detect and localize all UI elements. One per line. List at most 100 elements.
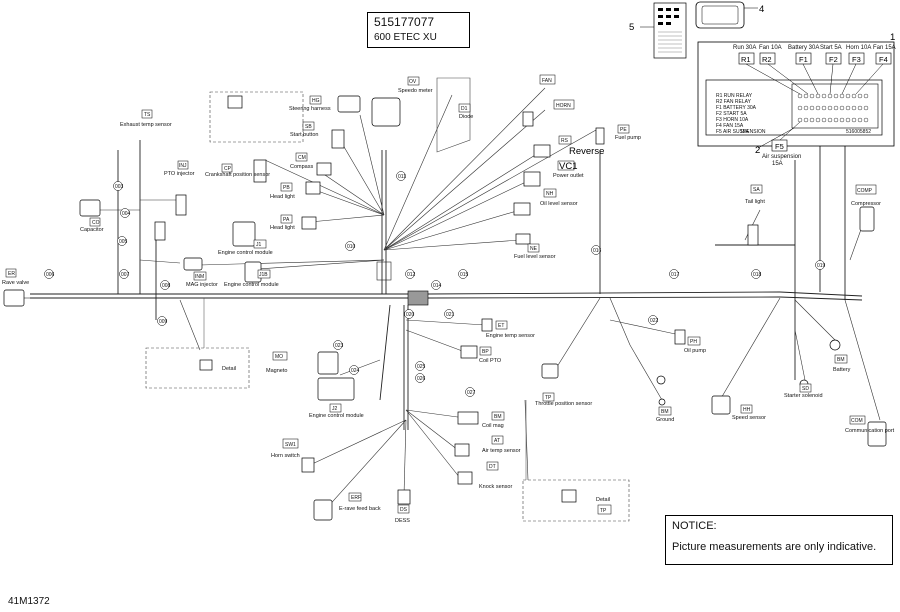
label-head-light-2: Head light (270, 225, 295, 231)
center-splice (407, 290, 429, 306)
upper-splice (376, 261, 392, 281)
svg-text:SB: SB (305, 124, 312, 130)
svg-text:J1: J1 (256, 242, 262, 248)
fuse-labels: Run 30A Fan 10A Battery 30A Start 5A Hor… (716, 45, 896, 167)
callout-2: 2 (755, 145, 760, 156)
label-fuel-pump: Fuel pump (615, 135, 641, 141)
svg-text:F2 START 5A: F2 START 5A (716, 111, 747, 117)
detail-labels: Detail TP Detail (222, 366, 612, 515)
svg-text:NH: NH (546, 191, 554, 197)
fuse-part-code: 516005852 (846, 129, 871, 135)
callout-5: 5 (629, 22, 634, 33)
svg-text:PB: PB (283, 185, 290, 191)
svg-text:027: 027 (467, 390, 476, 396)
svg-text:F3 HORN 10A: F3 HORN 10A (716, 117, 749, 123)
label-compass: Compass (290, 164, 313, 170)
callout-4: 4 (759, 4, 764, 15)
svg-text:OV: OV (409, 79, 417, 85)
svg-text:018: 018 (753, 272, 762, 278)
label-pto-injector: PTO injector (164, 171, 195, 177)
label-magneto: Magneto (266, 368, 287, 374)
label-engine-control-module-j1b: Engine control module (224, 282, 279, 288)
fuse-rating-f3: Horn 10A (846, 45, 871, 51)
svg-text:SD: SD (802, 386, 809, 392)
notice-box: NOTICE: Picture measurements are only in… (665, 515, 893, 565)
svg-text:R2 FAN RELAY: R2 FAN RELAY (716, 99, 752, 105)
label-power-outlet: Power outlet (553, 173, 584, 179)
svg-text:R1 RUN RELAY: R1 RUN RELAY (716, 93, 753, 99)
svg-text:022: 022 (650, 318, 659, 324)
label-speedo-meter: Speedo meter (398, 88, 433, 94)
callout-numbers: 1 2 4 5 (629, 4, 895, 156)
fuse-label-card (640, 2, 687, 59)
fuse-box-cover (695, 1, 758, 29)
svg-text:F5 AIR SUSPENSION: F5 AIR SUSPENSION (716, 129, 766, 135)
notice-heading: NOTICE: (672, 520, 717, 532)
label-mag-injector: MAG injector (186, 282, 218, 288)
fuse-rating-f4: Fan 15A (873, 45, 896, 51)
label-starter-solenoid: Starter solenoid (784, 393, 823, 399)
label-speed-sensor: Speed sensor (732, 415, 766, 421)
fuse-amps-f5: 15A (772, 161, 783, 167)
svg-text:CP: CP (224, 166, 232, 172)
svg-text:VC1: VC1 (559, 161, 577, 172)
label-exhaust-temp-sensor: Exhaust temp sensor (120, 122, 172, 128)
svg-text:BM: BM (661, 409, 669, 415)
fuse-id-f1: F1 (799, 55, 808, 64)
label-horn-switch: Horn switch (271, 453, 300, 459)
svg-text:CM: CM (298, 155, 306, 161)
label-fuel-level-sensor: Fuel level sensor (514, 254, 556, 260)
label-detail-left: Detail (222, 366, 236, 372)
svg-text:INJ: INJ (179, 163, 187, 169)
code-FAN: FAN (542, 78, 552, 84)
wire-code-markers (44, 171, 825, 397)
label-knock-sensor: Knock sensor (479, 484, 512, 490)
svg-text:BM: BM (837, 357, 845, 363)
detail-box-steering (209, 91, 304, 143)
label-reverse: Reverse (569, 146, 604, 157)
svg-text:TP: TP (545, 395, 552, 401)
fuse-id-f4: F4 (879, 55, 888, 64)
label-crankshaft-position-sensor: Crankshaft position sensor (205, 172, 270, 178)
harness-trunks (30, 140, 863, 430)
label-engine-control-module-j1a: Engine control module (218, 250, 273, 256)
label-capacitor: Capacitor (80, 227, 104, 233)
svg-text:007: 007 (121, 272, 130, 278)
label-communication-port: Communication port (845, 428, 895, 434)
code-TS: TS (144, 112, 151, 118)
fuse-id-f2: F2 (829, 55, 838, 64)
svg-text:017: 017 (671, 272, 680, 278)
svg-text:MO: MO (275, 354, 283, 360)
fuse-rating-f5: Air suspension (762, 154, 801, 160)
label-oil-level-sensor: Oil level sensor (540, 201, 578, 207)
svg-text:AT: AT (494, 438, 500, 444)
connectors (3, 95, 887, 521)
svg-text:024: 024 (351, 368, 360, 374)
svg-text:PH: PH (690, 339, 697, 345)
svg-text:003: 003 (115, 184, 124, 190)
svg-text:COMP: COMP (857, 188, 873, 194)
svg-text:023: 023 (335, 343, 344, 349)
fuse-rating-f1: Battery 30A (788, 45, 819, 51)
svg-text:DS: DS (400, 507, 408, 513)
label-engine-control-module-j2: Engine control module (309, 413, 364, 419)
label-e-rave-feed-back: E-rave feed back (339, 506, 381, 512)
svg-text:BM: BM (494, 414, 502, 420)
svg-text:SA: SA (753, 187, 760, 193)
svg-text:011: 011 (398, 174, 406, 180)
callout-1: 1 (890, 32, 895, 43)
svg-text:BP: BP (482, 349, 489, 355)
label-steering-harness: Steering harness (289, 106, 331, 112)
label-dess: DESS (395, 518, 410, 524)
svg-text:CO: CO (92, 220, 100, 226)
svg-text:021: 021 (446, 312, 455, 318)
fuse-id-r2: R2 (762, 55, 772, 64)
svg-text:J2: J2 (332, 406, 338, 412)
part-number: 515177077 (374, 15, 435, 29)
svg-text:014: 014 (433, 283, 442, 289)
label-battery: Battery (833, 367, 851, 373)
fuse-id-f5: F5 (775, 142, 784, 151)
svg-text:PA: PA (283, 217, 290, 223)
svg-text:J1B: J1B (259, 272, 268, 278)
